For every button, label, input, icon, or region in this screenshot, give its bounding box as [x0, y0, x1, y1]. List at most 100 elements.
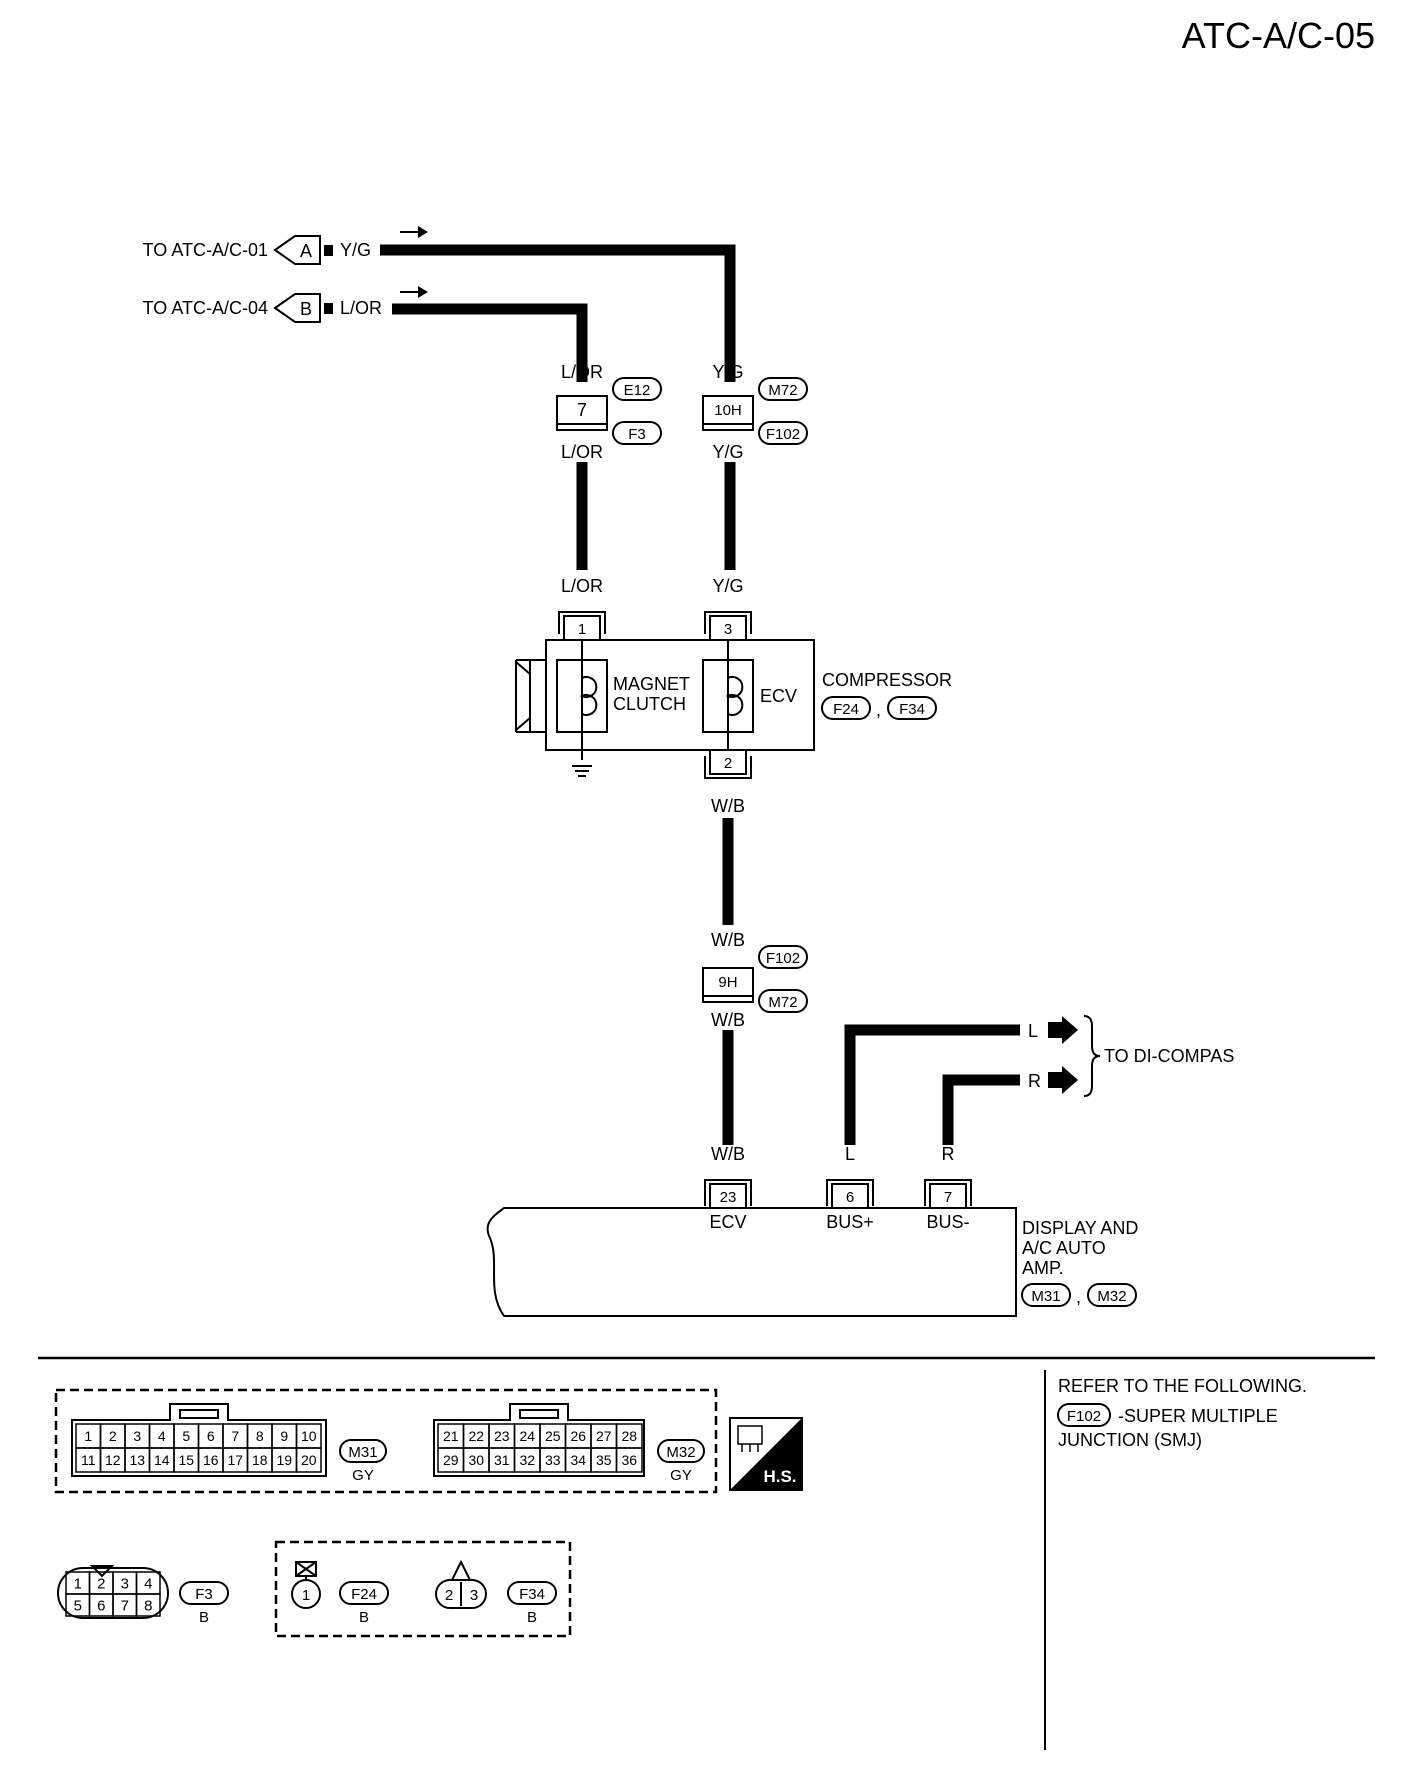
connector-view-f24[interactable]: 1 F24 B [291, 1561, 389, 1626]
amp-title-line2: A/C AUTO [1022, 1238, 1106, 1258]
joint-right-wire-bottom: Y/G [712, 442, 743, 462]
f34-pin-3: 3 [470, 1587, 478, 1604]
m31-pin-label: 13 [129, 1452, 145, 1468]
joint-right-conn-top: M72 [768, 382, 797, 399]
m31-pin-label: 18 [252, 1452, 268, 1468]
m31-id: M31 [348, 1444, 377, 1461]
m31-pin-label: 10 [301, 1428, 317, 1444]
reference-connector: F102 [1067, 1408, 1101, 1425]
reference-heading: REFER TO THE FOLLOWING. [1058, 1376, 1307, 1396]
display-ac-auto-amp[interactable]: W/B L R 23 6 7 ECV BUS+ BUS- DISPLAY AND… [486, 1144, 1139, 1317]
harness-input-b[interactable]: TO ATC-A/C-04 B L/OR [143, 293, 382, 323]
harness-input-a-color: Y/G [340, 240, 371, 260]
amp-pin-23: 23 [720, 1189, 737, 1206]
m31-pin-label: 9 [280, 1428, 288, 1444]
m31-pin-label: 15 [178, 1452, 194, 1468]
f3-pin-label: 5 [74, 1597, 82, 1614]
connector-view-f34[interactable]: 2 3 F34 B [435, 1559, 557, 1626]
compressor-title: COMPRESSOR [822, 670, 952, 690]
amp-title-line1: DISPLAY AND [1022, 1218, 1138, 1238]
compressor-pin-2: 2 [724, 755, 732, 772]
m32-pin-label: 32 [519, 1452, 535, 1468]
joint-lower-pin: 9H [718, 974, 737, 991]
signal-direction-arrow [400, 226, 428, 298]
joint-left-pin: 7 [577, 400, 587, 420]
m32-pin-label: 23 [494, 1428, 510, 1444]
m31-pin-label: 6 [207, 1428, 215, 1444]
f34-id: F34 [519, 1586, 545, 1603]
m31-pin-label: 17 [227, 1452, 243, 1468]
joint-lower-wire-top: W/B [711, 930, 745, 950]
amp-pin-6: 6 [846, 1189, 854, 1206]
wire-l-bus [844, 1024, 1020, 1145]
f3-id: F3 [195, 1586, 213, 1603]
f24-pin-1: 1 [302, 1587, 310, 1604]
f3-pin-label: 8 [144, 1597, 152, 1614]
wire-lor-top [392, 303, 588, 382]
joint-left-conn-bottom: F3 [628, 426, 646, 443]
hs-badge: H.S. [729, 1417, 803, 1491]
reference-text-line1: -SUPER MULTIPLE [1118, 1406, 1278, 1426]
amp-term-ecv: ECV [709, 1212, 746, 1232]
f3-pin-label: 2 [97, 1575, 105, 1592]
m31-color: GY [352, 1467, 374, 1484]
amp-term-busminus: BUS- [926, 1212, 969, 1232]
joint-lower-wire-bottom: W/B [711, 1010, 745, 1030]
joint-lower-conn-bottom: M72 [768, 994, 797, 1011]
compressor[interactable]: L/OR Y/G 1 3 MAGNET CLUTCH ECV 2 W/B COM… [515, 576, 952, 816]
harness-input-b-destination: TO ATC-A/C-04 [143, 298, 268, 318]
joint-lower-conn-top: F102 [766, 950, 800, 967]
m32-pin-label: 31 [494, 1452, 510, 1468]
amp-title-line3: AMP. [1022, 1258, 1064, 1278]
amp-term-busplus: BUS+ [826, 1212, 874, 1232]
m31-pin-label: 1 [84, 1428, 92, 1444]
amp-conn-1: M31 [1031, 1288, 1060, 1305]
joint-right-pin: 10H [714, 402, 742, 419]
f3-pin-label: 1 [74, 1575, 82, 1592]
joint-connector-e12-f3[interactable]: L/OR 7 L/OR E12 F3 [556, 362, 662, 462]
joint-right-wire-top: Y/G [712, 362, 743, 382]
f3-pin-label: 7 [121, 1597, 129, 1614]
compressor-pin-3: 3 [724, 621, 732, 638]
ecv-label: ECV [760, 686, 797, 706]
joint-left-wire-bottom: L/OR [561, 442, 603, 462]
compressor-wire-out: W/B [711, 796, 745, 816]
f3-pin-label: 6 [97, 1597, 105, 1614]
di-compas-line-r: R [1028, 1071, 1041, 1091]
compressor-conn-2: F34 [899, 701, 925, 718]
clutch-label-line1: MAGNET [613, 674, 690, 694]
m31-pin-label: 14 [154, 1452, 170, 1468]
m32-pin-label: 29 [443, 1452, 459, 1468]
f34-color: B [527, 1609, 537, 1626]
m32-pin-label: 36 [621, 1452, 637, 1468]
m32-pin-label: 26 [570, 1428, 586, 1444]
amp-conn-2: M32 [1097, 1288, 1126, 1305]
amp-wire-busminus: R [942, 1144, 955, 1164]
amp-wire-busplus: L [845, 1144, 855, 1164]
m31-pin-label: 3 [133, 1428, 141, 1444]
di-compas-output[interactable]: L R TO DI-COMPAS [1028, 1015, 1234, 1097]
joint-connector-m72-f102[interactable]: Y/G 10H Y/G M72 F102 [702, 362, 808, 462]
compressor-wire-ecv: Y/G [712, 576, 743, 596]
joint-left-wire-top: L/OR [561, 362, 603, 382]
connector-group-f24-f34 [274, 1540, 572, 1638]
harness-input-a[interactable]: TO ATC-A/C-01 A Y/G [143, 235, 371, 265]
m31-pin-label: 8 [256, 1428, 264, 1444]
compressor-pin-1: 1 [578, 621, 586, 638]
m32-pin-label: 25 [545, 1428, 561, 1444]
harness-input-b-color: L/OR [340, 298, 382, 318]
f34-pin-2: 2 [445, 1587, 453, 1604]
m31-pin-label: 5 [182, 1428, 190, 1444]
m31-pin-label: 16 [203, 1452, 219, 1468]
m32-pin-label: 28 [621, 1428, 637, 1444]
joint-connector-9h[interactable]: W/B 9H W/B F102 M72 [702, 930, 808, 1030]
svg-text:,: , [876, 700, 881, 720]
amp-pin-7: 7 [944, 1189, 952, 1206]
m32-color: GY [670, 1467, 692, 1484]
